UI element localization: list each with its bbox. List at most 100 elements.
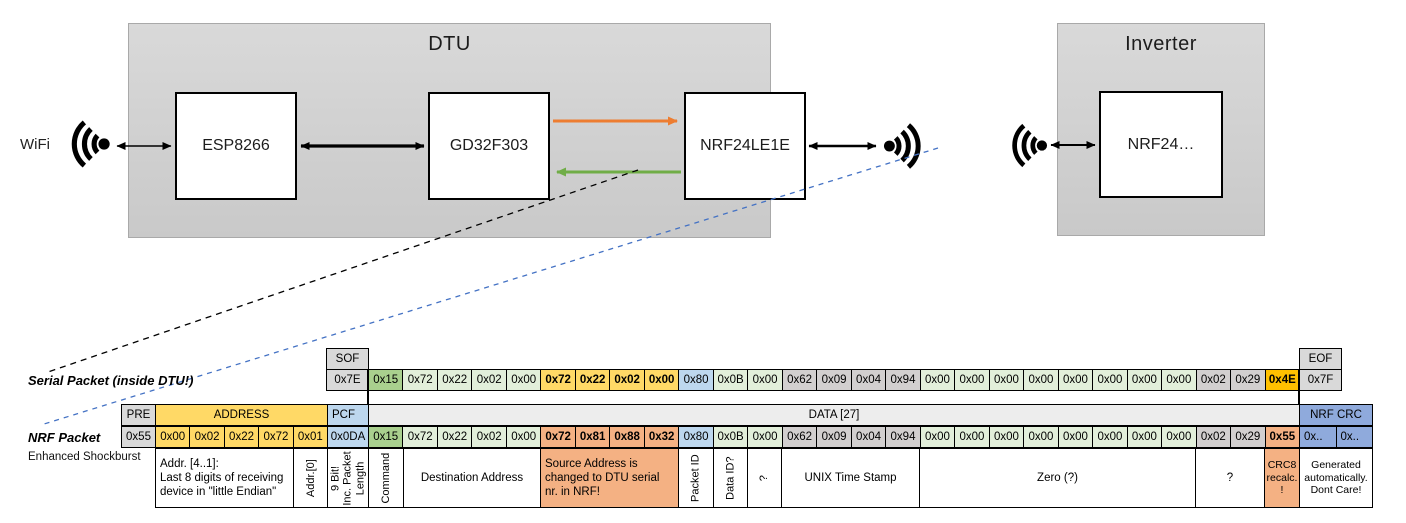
annotation-cell: Destination Address	[403, 448, 541, 508]
byte-cell: 0x00	[1023, 369, 1059, 391]
byte-cell: 0x00	[954, 426, 990, 448]
node-nrf24le1e-label: NRF24LE1E	[700, 137, 790, 154]
byte-cell: 0x09	[816, 369, 852, 391]
byte-cell: 0x00	[155, 426, 191, 448]
annotation-cell: Zero (?)	[919, 448, 1196, 508]
byte-cell: 0x..	[1299, 426, 1337, 448]
byte-cell: 0x72	[258, 426, 294, 448]
byte-cell: 0x09	[816, 426, 852, 448]
byte-cell: 0x72	[540, 369, 576, 391]
annotation-cell: ?	[747, 448, 782, 508]
byte-cell: 0x94	[885, 426, 921, 448]
byte-cell: 0x02	[1195, 369, 1232, 391]
annotation-cell: ?	[1195, 448, 1265, 508]
byte-cell: 0x00	[505, 426, 542, 448]
byte-cell: 0x00	[505, 369, 542, 391]
wifi-icon-left	[71, 120, 110, 168]
byte-cell: 0x00	[1126, 426, 1163, 448]
annotation-row: Addr. [4..1]: Last 8 digits of receiving…	[0, 448, 1406, 508]
annotation-cell: 9 Bit! Inc. Packet Length	[327, 448, 369, 508]
byte-cell: 0x01	[292, 426, 329, 448]
byte-cell: 0x29	[1230, 426, 1266, 448]
byte-cell: 0x00	[1057, 369, 1094, 391]
eof-header-cell: EOF	[1299, 348, 1342, 370]
byte-cell: 0x22	[436, 369, 473, 391]
annotation-cell: CRC8 recalc. !	[1264, 448, 1300, 508]
byte-cell: 0x00	[1092, 426, 1128, 448]
nrf-crc-row: 0x..0x..	[1299, 426, 1373, 448]
byte-cell: 0x00	[1126, 369, 1163, 391]
byte-cell: 0x62	[781, 369, 818, 391]
byte-cell: 0x02	[189, 426, 225, 448]
byte-cell: 0x32	[643, 426, 680, 448]
byte-cell: 0x00	[747, 369, 783, 391]
byte-cell: 0x00	[988, 426, 1025, 448]
annotation-cell: Addr.[0]	[293, 448, 328, 508]
byte-cell: 0x..	[1335, 426, 1373, 448]
byte-cell: 0x00	[988, 369, 1025, 391]
node-gd32f303: GD32F303	[428, 92, 550, 200]
address-header-cell: ADDRESS	[155, 404, 328, 426]
byte-cell: 0x22	[574, 369, 611, 391]
data-header-cell: DATA [27]	[368, 404, 1300, 426]
node-esp8266: ESP8266	[175, 92, 297, 200]
annotation-cell: Generated automatically. Dont Care!	[1299, 448, 1373, 508]
byte-cell: 0x00	[1161, 369, 1197, 391]
node-esp8266-label: ESP8266	[202, 137, 270, 154]
byte-cell: 0x15	[368, 369, 404, 391]
node-inverter-nrf24: NRF24…	[1099, 91, 1223, 198]
annotation-cell: Data ID?	[713, 448, 748, 508]
byte-cell: 0x02	[1195, 426, 1232, 448]
byte-cell: 0x55	[1264, 426, 1301, 448]
byte-cell: 0x00	[919, 426, 956, 448]
byte-cell: 0x00	[919, 369, 956, 391]
wifi-label: WiFi	[20, 136, 50, 153]
node-inverter-nrf24-label: NRF24…	[1127, 135, 1195, 153]
nrf-crc-header-cell: NRF CRC	[1299, 404, 1373, 426]
pcf-header-cell: PCF	[327, 404, 369, 426]
annotation-cell: Source Address is changed to DTU serial …	[540, 448, 679, 508]
byte-cell: 0x29	[1230, 369, 1266, 391]
eof-value-cell: 0x7F	[1299, 369, 1342, 391]
byte-cell: 0x80	[678, 369, 714, 391]
byte-cell: 0x02	[609, 369, 645, 391]
node-gd32f303-label: GD32F303	[449, 137, 529, 154]
byte-cell: 0x02	[471, 426, 507, 448]
byte-cell: 0x62	[781, 426, 818, 448]
byte-cell: 0x88	[609, 426, 645, 448]
dtu-title: DTU	[428, 33, 471, 55]
inverter-panel: Inverter	[1057, 23, 1265, 236]
byte-cell: 0x0B	[712, 369, 749, 391]
byte-cell: 0x02	[471, 369, 507, 391]
sof-header-cell: SOF	[326, 348, 369, 370]
byte-cell: 0x00	[1161, 426, 1197, 448]
byte-cell: 0x22	[223, 426, 260, 448]
byte-cell: 0x00	[954, 369, 990, 391]
byte-cell: 0x72	[402, 369, 438, 391]
sof-value-cell: 0x7E	[326, 369, 369, 391]
annotation-cell: UNIX Time Stamp	[781, 448, 920, 508]
inverter-title: Inverter	[1125, 33, 1197, 55]
nrf-packet-label: NRF Packet	[28, 430, 101, 445]
pcf-value-cell: 0x0DA	[327, 426, 369, 448]
byte-cell: 0x0B	[712, 426, 749, 448]
enhanced-shockburst-label: Enhanced Shockburst	[28, 451, 141, 463]
byte-cell: 0x00	[747, 426, 783, 448]
byte-cell: 0x15	[368, 426, 404, 448]
wifi-icon-inverter-antenna	[1012, 123, 1048, 168]
byte-cell: 0x00	[1023, 426, 1059, 448]
byte-cell: 0x80	[678, 426, 714, 448]
byte-cell: 0x00	[1092, 369, 1128, 391]
annotation-cell: Command	[368, 448, 404, 508]
annotation-cell: Packet ID	[678, 448, 714, 508]
byte-cell: 0x00	[643, 369, 680, 391]
byte-cell: 0x4E	[1264, 369, 1301, 391]
byte-cell: 0x81	[574, 426, 611, 448]
byte-cell: 0x00	[1057, 426, 1094, 448]
byte-cell: 0x72	[540, 426, 576, 448]
byte-cell: 0x04	[850, 369, 887, 391]
